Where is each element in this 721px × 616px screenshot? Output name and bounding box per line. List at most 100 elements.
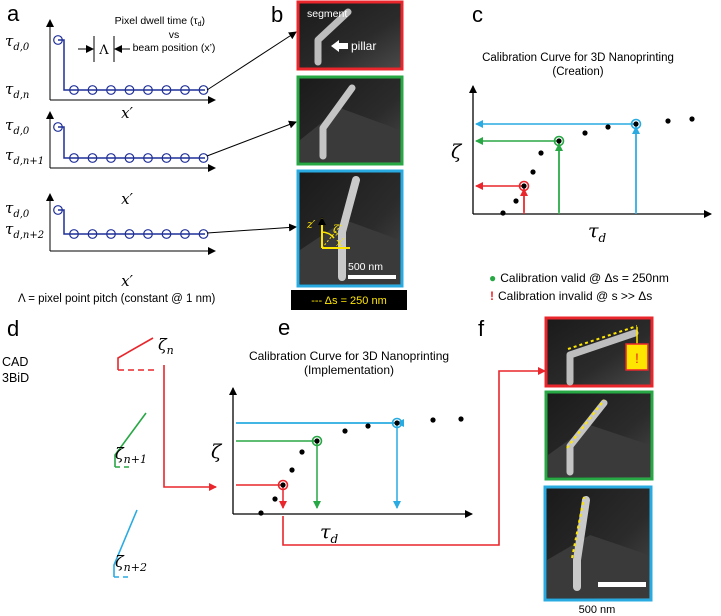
scale-bar bbox=[598, 582, 646, 587]
tau-label-base: τd,n bbox=[5, 80, 29, 101]
z-axis-label: z′ bbox=[306, 218, 316, 231]
y-axis-label: ζ bbox=[451, 141, 463, 163]
calibration-point bbox=[689, 116, 695, 122]
panel-label-d: d bbox=[7, 316, 19, 341]
calibration-point bbox=[289, 467, 295, 473]
connector-a3-b3 bbox=[206, 223, 297, 234]
dwell-header-line3: beam position (x’) bbox=[133, 42, 216, 54]
tau-label-base: τd,n+1 bbox=[5, 146, 44, 167]
dwell-point bbox=[69, 229, 79, 239]
dwell-point bbox=[161, 153, 172, 163]
dwell-point bbox=[106, 85, 116, 95]
calibration-point bbox=[665, 118, 671, 124]
panel-label-b: b bbox=[271, 2, 283, 27]
dwell-point bbox=[69, 153, 79, 163]
dwell-graph-1: τd,0 τd,n x′ bbox=[5, 19, 216, 122]
cad-segment-green bbox=[114, 412, 147, 467]
pillar-label: pillar bbox=[351, 39, 376, 53]
dwell-point bbox=[106, 153, 116, 163]
x-axis-label: x′ bbox=[336, 236, 345, 249]
dwell-point bbox=[161, 85, 172, 95]
tau-label-base: τd,n+2 bbox=[5, 220, 44, 241]
calibration-point-ring bbox=[391, 417, 403, 429]
chart-c-title-line2: (Creation) bbox=[552, 66, 603, 78]
3bid-label: 3BiD bbox=[2, 371, 29, 385]
connector-a1-b1 bbox=[206, 31, 297, 91]
x-axis-label: x′ bbox=[121, 190, 133, 208]
dwell-header-line2: vs bbox=[169, 29, 180, 41]
sem-image-3: z′ ζ x′ 500 nm bbox=[296, 169, 404, 288]
calibration-point-ring bbox=[553, 135, 565, 147]
sem-image-1: segment pillar bbox=[296, 0, 404, 71]
connector-d-e bbox=[163, 365, 217, 491]
y-axis-label: ζ bbox=[211, 441, 223, 463]
pillar-arrow-icon bbox=[331, 40, 348, 52]
calibration-point bbox=[633, 121, 639, 127]
sem-image-2 bbox=[296, 75, 404, 166]
dwell-point bbox=[180, 153, 190, 163]
dwell-point bbox=[143, 153, 153, 163]
calibration-point bbox=[458, 416, 464, 422]
dwell-point bbox=[87, 153, 98, 163]
connector-e-f bbox=[282, 367, 546, 546]
cad-label: CAD bbox=[2, 355, 28, 369]
dwell-trace-1 bbox=[58, 39, 205, 91]
connector-a2-b2 bbox=[206, 120, 297, 157]
cad-segment-blue bbox=[113, 509, 138, 577]
calibration-point-ring bbox=[277, 479, 289, 491]
panel-e: Calibration Curve for 3D Nanoprinting (I… bbox=[211, 349, 473, 546]
warning-box bbox=[625, 343, 649, 371]
x-axis-label: x′ bbox=[121, 272, 133, 290]
pitch-lambda: Λ bbox=[98, 43, 109, 58]
sem-result-2 bbox=[544, 390, 654, 481]
x-axis-label: x′ bbox=[121, 104, 133, 122]
calibration-point bbox=[530, 169, 536, 175]
dwell-point bbox=[87, 85, 98, 95]
scale-bar bbox=[348, 275, 396, 279]
calibration-point bbox=[500, 210, 506, 216]
calibration-point bbox=[394, 420, 400, 426]
legend-valid: ●Calibration valid @ Δs = 250nm bbox=[489, 271, 669, 285]
legend-invalid: !Calibration invalid @ s >> Δs bbox=[490, 289, 652, 303]
dwell-point bbox=[143, 85, 153, 95]
delta-s-box bbox=[291, 290, 407, 310]
dwell-point bbox=[124, 153, 135, 163]
dwell-trace-3 bbox=[58, 209, 205, 235]
panel-b: segment pillar z′ ζ x′ 500 nm bbox=[291, 0, 407, 310]
calibration-point-ring bbox=[518, 180, 530, 192]
calibration-point-ring bbox=[630, 118, 642, 130]
dwell-point bbox=[87, 229, 98, 239]
delta-s-label: --- Δs = 250 nm bbox=[311, 295, 387, 307]
zeta-n1-label: ζn+1 bbox=[115, 444, 147, 466]
calibration-point bbox=[258, 510, 264, 516]
sem-result-3 bbox=[543, 485, 653, 602]
calibration-point bbox=[582, 130, 588, 136]
tau-label-top: τd,0 bbox=[5, 32, 30, 53]
dwell-point bbox=[53, 122, 63, 132]
scale-bar-label: 500 nm bbox=[348, 261, 383, 273]
panel-c: Calibration Curve for 3D Nanoprinting (C… bbox=[451, 52, 712, 303]
tau-label-top: τd,0 bbox=[5, 199, 30, 220]
calibration-point bbox=[521, 183, 527, 189]
calibration-point bbox=[605, 124, 611, 130]
calibration-curve-e bbox=[258, 416, 464, 516]
dwell-point bbox=[124, 85, 135, 95]
calibration-point bbox=[272, 496, 278, 502]
calibration-point bbox=[280, 482, 286, 488]
dwell-point bbox=[106, 229, 116, 239]
calibration-point bbox=[299, 449, 305, 455]
panel-d: CAD 3BiD ζn ζn+1 ζn+2 bbox=[2, 335, 174, 578]
panel-a: Pixel dwell time (τd) vs beam position (… bbox=[5, 15, 216, 305]
dwell-point bbox=[198, 153, 209, 163]
calibration-point bbox=[314, 438, 320, 444]
calibration-point bbox=[513, 198, 519, 204]
chart-c-title-line1: Calibration Curve for 3D Nanoprinting bbox=[482, 52, 674, 64]
panel-label-e: e bbox=[278, 315, 290, 340]
cad-segment-red bbox=[117, 337, 154, 370]
calibration-point bbox=[365, 423, 371, 429]
dwell-graph-3: τd,0 τd,n+2 x′ bbox=[5, 193, 216, 290]
dwell-header-line1: Pixel dwell time (τd) bbox=[115, 15, 205, 28]
pitch-footnote: Λ = pixel point pitch (constant @ 1 nm) bbox=[18, 293, 216, 305]
calibration-point bbox=[556, 138, 562, 144]
